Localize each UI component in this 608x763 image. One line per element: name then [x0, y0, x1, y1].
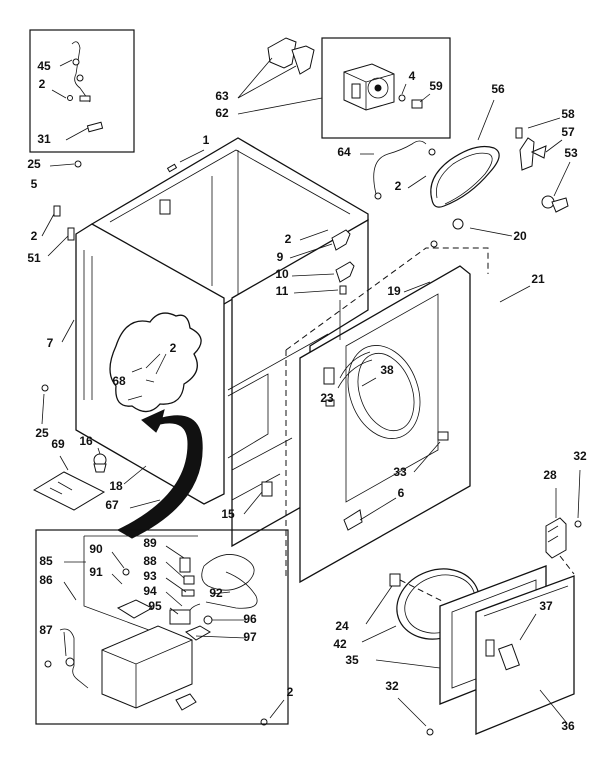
- callout-58: 58: [561, 107, 575, 121]
- callout-95: 95: [148, 599, 162, 613]
- callout-53: 53: [564, 146, 578, 160]
- callout-62: 62: [215, 106, 229, 120]
- callout-36: 36: [561, 719, 575, 733]
- callout-67: 67: [105, 498, 119, 512]
- callout-23: 23: [320, 391, 334, 405]
- callout-88: 88: [143, 554, 157, 568]
- callout-59: 59: [429, 79, 443, 93]
- bracket-assembly: [237, 37, 323, 115]
- callout-91: 91: [89, 565, 103, 579]
- callout-2e: 2: [170, 341, 177, 355]
- callout-92: 92: [209, 586, 223, 600]
- screws: [41, 149, 582, 736]
- wire-harness-64: [360, 140, 436, 200]
- callout-21: 21: [531, 272, 545, 286]
- callout-45a: 45: [37, 59, 51, 73]
- callout-96: 96: [243, 612, 257, 626]
- inset-box-top-left: [29, 29, 135, 153]
- callout-2c: 2: [31, 229, 38, 243]
- callout-51: 51: [27, 251, 41, 265]
- idler-assembly: [515, 117, 571, 213]
- callout-86: 86: [39, 573, 53, 587]
- callout-25a: 25: [27, 157, 41, 171]
- callout-33: 33: [393, 465, 407, 479]
- callout-94: 94: [143, 584, 157, 598]
- callout-16: 16: [79, 434, 93, 448]
- callout-24: 24: [335, 619, 349, 633]
- callout-20: 20: [513, 229, 527, 243]
- door-switch-brackets: [289, 229, 355, 340]
- callout-87: 87: [39, 623, 53, 637]
- callout-32a: 32: [573, 449, 587, 463]
- callout-25b: 25: [35, 426, 49, 440]
- callout-10: 10: [275, 267, 289, 281]
- callout-1: 1: [203, 133, 210, 147]
- callout-11: 11: [276, 284, 289, 298]
- callout-85: 85: [39, 554, 53, 568]
- callout-31: 31: [37, 132, 51, 146]
- inset-box-controls: [35, 499, 289, 725]
- callout-35: 35: [345, 653, 359, 667]
- callout-64: 64: [337, 145, 351, 159]
- callout-90: 90: [89, 542, 103, 556]
- callout-42: 42: [333, 637, 347, 651]
- callout-63: 63: [215, 89, 229, 103]
- callout-15: 15: [221, 507, 235, 521]
- callout-4: 4: [409, 69, 416, 83]
- callout-5: 5: [31, 177, 38, 191]
- callout-56: 56: [491, 82, 505, 96]
- callout-69: 69: [51, 437, 65, 451]
- callout-7: 7: [47, 336, 54, 350]
- callout-28: 28: [543, 468, 557, 482]
- callout-18: 18: [109, 479, 123, 493]
- inset-box-motor: [321, 37, 451, 139]
- callout-57: 57: [561, 125, 575, 139]
- callout-19: 19: [387, 284, 401, 298]
- callout-37: 37: [539, 599, 553, 613]
- callout-2b: 2: [395, 179, 402, 193]
- callout-9: 9: [277, 250, 284, 264]
- callout-89: 89: [143, 536, 157, 550]
- drum-belt: [430, 99, 500, 208]
- callout-97: 97: [243, 630, 257, 644]
- callout-32b: 32: [385, 679, 399, 693]
- callout-2a: 2: [39, 77, 46, 91]
- callout-93: 93: [143, 569, 157, 583]
- callout-68: 68: [112, 374, 126, 388]
- callout-6: 6: [398, 486, 405, 500]
- front-panel-assembly: [285, 240, 531, 584]
- callout-2d: 2: [285, 232, 292, 246]
- callout-38: 38: [380, 363, 394, 377]
- door-assembly: [361, 488, 575, 735]
- assembly-arrow: [116, 409, 203, 539]
- callout-2f: 2: [287, 685, 294, 699]
- base-parts: [32, 319, 147, 511]
